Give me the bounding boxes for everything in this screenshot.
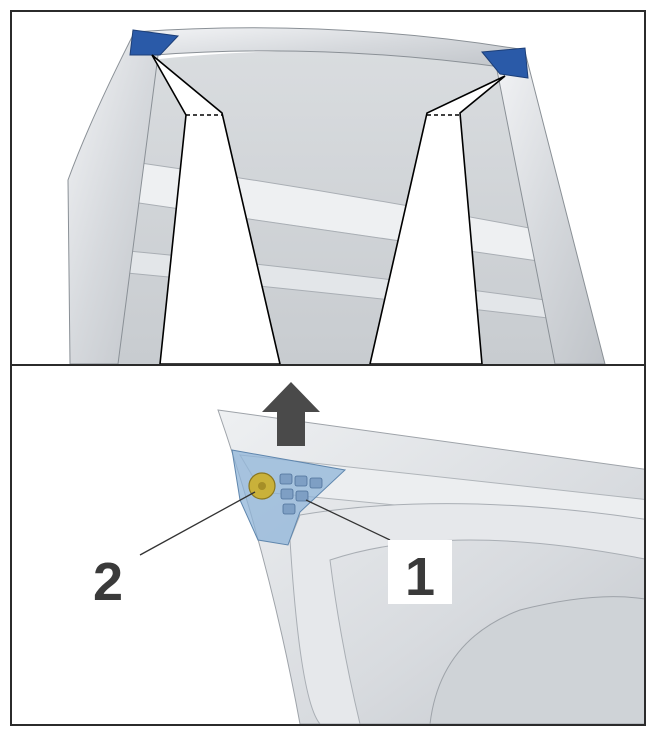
bracket-top-left bbox=[129, 29, 180, 56]
clip-grid bbox=[279, 473, 323, 515]
zoom-cutout-right bbox=[369, 75, 506, 364]
bracket-top-right bbox=[481, 47, 529, 79]
top-panel bbox=[12, 12, 644, 364]
bottom-panel: 1 2 bbox=[12, 366, 644, 724]
left-pillar bbox=[67, 34, 161, 364]
arrow-up-icon bbox=[262, 382, 320, 446]
callout-2-label: 2 bbox=[93, 552, 123, 612]
outer-frame bbox=[10, 10, 646, 726]
leader-line-1 bbox=[305, 499, 391, 541]
callout-1-label: 1 bbox=[405, 547, 435, 607]
callout-2-box bbox=[82, 548, 138, 612]
zoom-cutout-left bbox=[151, 54, 281, 364]
callout-1-box bbox=[388, 540, 452, 604]
leader-line-2 bbox=[139, 491, 256, 556]
door-window-opening bbox=[429, 596, 644, 724]
